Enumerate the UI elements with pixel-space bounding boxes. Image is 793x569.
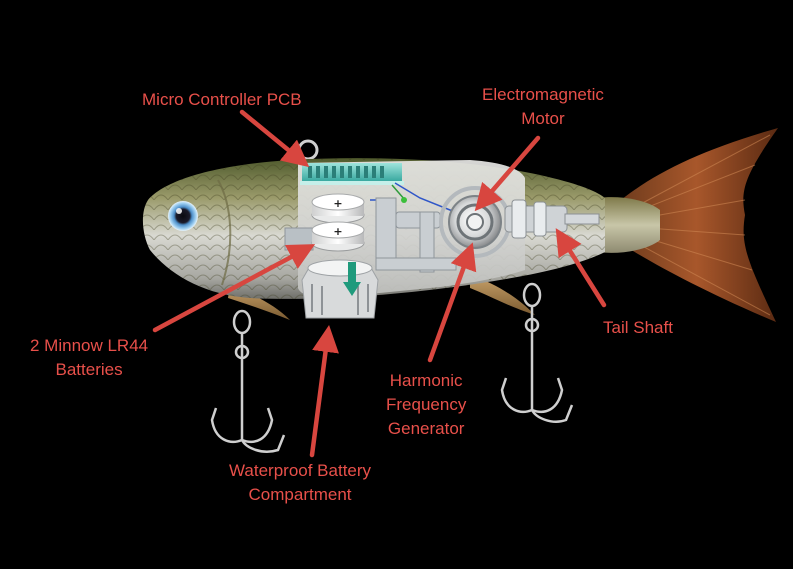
anal-fin xyxy=(470,275,535,315)
electromagnetic-motor xyxy=(439,186,511,258)
battery-compartment xyxy=(301,259,379,319)
label-line: Compartment xyxy=(248,485,352,504)
label-batteries: 2 Minnow LR44 Batteries xyxy=(30,334,148,382)
arrow-compartment xyxy=(309,324,339,458)
lr44-batteries: + + xyxy=(311,193,365,252)
label-tail-shaft: Tail Shaft xyxy=(603,316,673,340)
label-line: Waterproof Battery xyxy=(229,461,372,480)
battery-plus-mark: + xyxy=(333,197,342,210)
pcb-board xyxy=(300,163,404,185)
label-line: Batteries xyxy=(55,360,123,379)
arrow-batteries xyxy=(152,244,316,333)
label-line: Motor xyxy=(521,109,565,128)
callout-arrows xyxy=(152,109,607,458)
solder-point xyxy=(401,197,407,203)
label-line: Tail Shaft xyxy=(603,318,673,337)
label-line: Harmonic xyxy=(389,371,463,390)
tail-shaft xyxy=(504,199,600,239)
arrow-micro-controller xyxy=(239,109,310,168)
label-line: Micro Controller PCB xyxy=(142,90,302,109)
arrow-motor xyxy=(474,135,541,212)
fish-eye xyxy=(168,201,198,231)
label-line: Frequency xyxy=(386,395,467,414)
label-harmonic-generator: Harmonic Frequency Generator xyxy=(386,369,466,441)
label-battery-compartment: Waterproof Battery Compartment xyxy=(229,459,371,507)
front-treble-hook xyxy=(210,309,286,453)
tail-fin xyxy=(598,128,778,322)
line-tie-ring xyxy=(297,139,319,161)
label-line: Electromagnetic xyxy=(482,85,604,104)
label-line: 2 Minnow LR44 xyxy=(30,336,149,355)
rear-treble-hook xyxy=(500,282,574,423)
label-line: Generator xyxy=(387,419,465,438)
battery-plus-mark: + xyxy=(333,225,342,238)
label-micro-controller: Micro Controller PCB xyxy=(142,88,302,112)
label-electromagnetic-motor: Electromagnetic Motor xyxy=(482,83,604,131)
arrow-generator xyxy=(427,242,477,363)
arrow-tail-shaft xyxy=(555,228,607,308)
